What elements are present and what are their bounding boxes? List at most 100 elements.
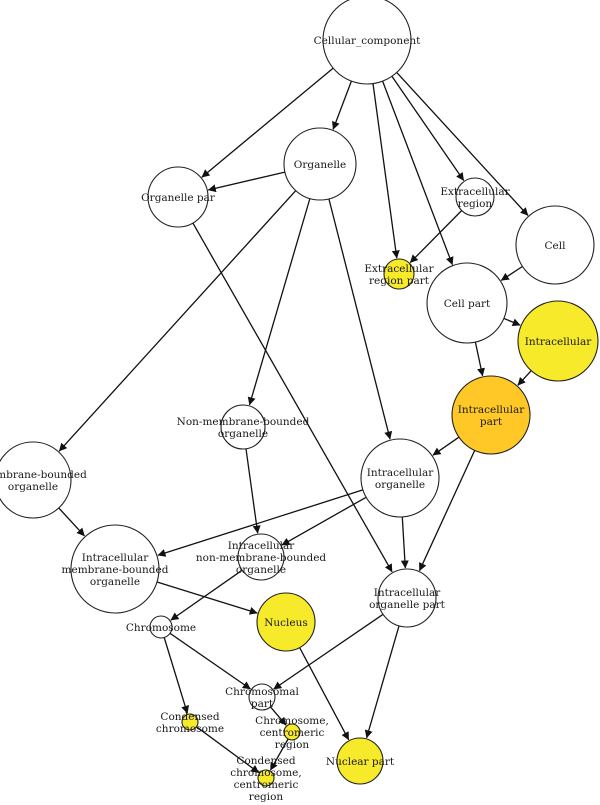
edge-organelle-part-to-intracellular-organelle-part xyxy=(192,222,393,573)
edge-intracellular-organelle-to-intracellular-membrane-bounded-organelle xyxy=(157,489,363,557)
edge-organelle-to-intracellular-organelle xyxy=(328,198,393,440)
node-label-nuclear-part: Nuclear part xyxy=(326,756,395,768)
node-organelle: Organelle xyxy=(283,127,357,201)
node-label-intracellular: Intracellular xyxy=(525,336,593,348)
edge-cell-to-cell-part xyxy=(500,265,523,281)
edge-nucleus-to-nuclear-part xyxy=(299,647,350,741)
node-circle-cellular-component xyxy=(322,0,412,85)
node-circle-condensed-chromosome xyxy=(181,713,199,731)
node-cellular-component: Cellular_component xyxy=(314,0,422,85)
edge-cellular-component-to-extracellular-region xyxy=(391,75,465,181)
node-circle-nucleus xyxy=(256,592,316,652)
node-circle-intracellular-non-membrane-bounded-organelle xyxy=(237,533,285,581)
edge-organelle-to-membrane-bounded-organelle xyxy=(58,190,297,452)
edge-extracellular-region-to-extracellular-region-part xyxy=(409,210,463,264)
node-circle-intracellular-part xyxy=(451,375,531,455)
node-organelle-part: Organelle par xyxy=(141,166,216,228)
node-circle-extracellular-region xyxy=(455,177,495,217)
edge-organelle-to-non-membrane-bounded-organelle xyxy=(247,198,311,406)
node-circle-organelle xyxy=(283,127,357,201)
node-cell: Cell xyxy=(515,205,595,285)
node-circle-non-membrane-bounded-organelle xyxy=(220,404,266,450)
node-circle-intracellular-organelle xyxy=(360,438,440,518)
node-circle-intracellular-membrane-bounded-organelle xyxy=(70,524,160,614)
edge-intracellular-to-intracellular-part xyxy=(517,370,532,386)
node-circle-chromosome-centromeric-region xyxy=(283,723,301,741)
edge-intracellular-organelle-part-to-chromosomal-part xyxy=(273,613,384,690)
edge-non-membrane-bounded-organelle-to-intracellular-non-membrane-bounded-organelle xyxy=(245,448,261,534)
edge-cellular-component-to-organelle-part xyxy=(201,67,334,178)
edge-cellular-component-to-organelle xyxy=(332,80,353,130)
edge-intracellular-organelle-to-intracellular-organelle-part xyxy=(400,516,409,569)
node-label-nucleus: Nucleus xyxy=(264,617,308,629)
edge-chromosome-to-chromosomal-part xyxy=(169,632,251,690)
node-circle-intracellular xyxy=(517,300,599,382)
edge-intracellular-membrane-bounded-organelle-to-nucleus xyxy=(156,581,258,615)
edges-layer xyxy=(58,67,532,774)
node-label-cell: Cell xyxy=(545,240,567,252)
node-label-cellular-component: Cellular_component xyxy=(314,35,422,47)
edge-cellular-component-to-cell-part xyxy=(381,80,454,266)
node-circle-chromosome xyxy=(149,615,173,639)
edge-cellular-component-to-cell xyxy=(396,71,529,216)
node-circle-extracellular-region-part xyxy=(383,258,415,290)
edge-chromosome-to-condensed-chromosome xyxy=(163,637,190,714)
edge-cellular-component-to-extracellular-region-part xyxy=(372,83,400,259)
edge-intracellular-non-membrane-bounded-organelle-to-chromosome xyxy=(170,569,243,621)
edge-membrane-bounded-organelle-to-intracellular-membrane-bounded-organelle xyxy=(58,507,85,537)
edge-chromosomal-part-to-chromosome-centromeric-region xyxy=(270,706,287,726)
node-circle-membrane-bounded-organelle xyxy=(0,441,72,519)
edge-intracellular-organelle-to-intracellular-non-membrane-bounded-organelle xyxy=(281,496,367,546)
node-nucleus: Nucleus xyxy=(256,592,316,652)
edge-organelle-to-organelle-part xyxy=(207,171,286,193)
edge-chromosome-centromeric-region-to-condensed-chromosome-centromeric-region xyxy=(269,738,289,771)
node-circle-condensed-chromosome-centromeric-region xyxy=(257,769,275,787)
node-cell-part: Cell part xyxy=(426,262,508,344)
edge-condensed-chromosome-to-condensed-chromosome-centromeric-region xyxy=(196,726,260,774)
node-label-cell-part: Cell part xyxy=(444,298,491,310)
edge-cell-part-to-intracellular-part xyxy=(474,341,485,377)
node-intracellular: Intracellular xyxy=(517,300,599,382)
node-label-chromosome: Chromosome xyxy=(126,622,196,634)
node-chromosome: Chromosome xyxy=(126,615,196,639)
node-circle-nuclear-part xyxy=(336,737,384,785)
node-circle-cell-part xyxy=(426,262,508,344)
edge-intracellular-part-to-intracellular-organelle-part xyxy=(418,450,476,572)
edge-cell-part-to-intracellular xyxy=(503,317,521,326)
node-circle-cell xyxy=(515,205,595,285)
edge-intracellular-organelle-part-to-nuclear-part xyxy=(364,625,400,739)
node-circle-organelle-part xyxy=(147,166,209,228)
node-nuclear-part: Nuclear part xyxy=(326,737,395,785)
node-label-organelle: Organelle xyxy=(294,159,347,171)
node-label-organelle-part: Organelle par xyxy=(141,192,216,204)
node-circle-intracellular-organelle-part xyxy=(377,568,437,628)
